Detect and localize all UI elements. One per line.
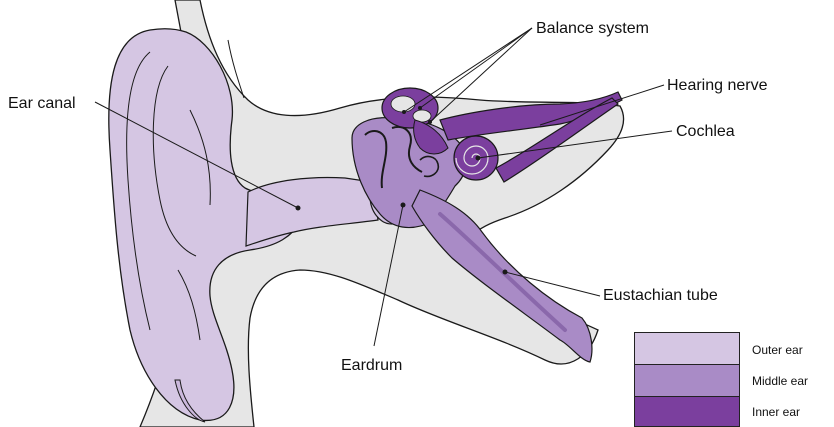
dot-eardrum — [401, 203, 406, 208]
dot-balance-2 — [418, 106, 422, 110]
legend-swatch-inner — [634, 396, 740, 427]
dot-balance-1 — [402, 110, 406, 114]
label-ear-canal: Ear canal — [8, 96, 76, 112]
legend-label-outer: Outer ear — [752, 344, 803, 356]
label-eardrum: Eardrum — [341, 358, 402, 374]
semicircular-canal-hole-1 — [391, 96, 415, 112]
dot-balance-3 — [428, 120, 432, 124]
dot-eustachian — [503, 270, 508, 275]
dot-cochlea — [476, 156, 481, 161]
label-eustachian-tube: Eustachian tube — [603, 288, 718, 304]
leader-balance-2 — [420, 28, 532, 108]
dot-ear-canal — [296, 206, 301, 211]
label-balance-system: Balance system — [536, 21, 649, 37]
label-hearing-nerve: Hearing nerve — [667, 78, 768, 94]
legend-label-middle: Middle ear — [752, 375, 808, 387]
label-cochlea: Cochlea — [676, 124, 735, 140]
legend-label-inner: Inner ear — [752, 406, 800, 418]
legend-swatch-outer — [634, 332, 740, 365]
legend-swatch-middle — [634, 364, 740, 397]
